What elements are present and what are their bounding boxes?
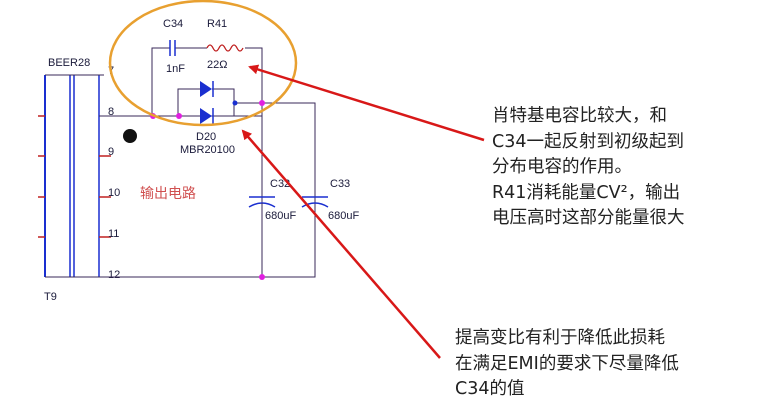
junction-dot <box>232 100 238 106</box>
highlight-ellipse <box>108 0 298 127</box>
capacitor-c33 <box>301 196 329 208</box>
r41-value: 22Ω <box>207 59 227 71</box>
pin-label: 11 <box>108 228 119 240</box>
section-label: 输出电路 <box>140 186 196 202</box>
c34-value: 1nF <box>166 63 185 75</box>
diode-d20 <box>200 81 214 124</box>
note-line: 分布电容的作用。 <box>492 157 632 177</box>
note-line: C34的值 <box>455 379 525 399</box>
note-line: 电压高时这部分能量很大 <box>492 208 685 228</box>
transformer-name: BEER28 <box>48 57 90 69</box>
note-line: C34一起反射到初级起到 <box>492 131 684 152</box>
c33-value: 680uF <box>328 210 359 222</box>
resistor-r41 <box>206 44 244 52</box>
diode-ref: D20 <box>196 131 216 143</box>
pin-label: 12 <box>108 269 120 281</box>
c34-ref: C34 <box>163 18 183 30</box>
snubber-annotation: 肖特基电容比较大，和 C34一起反射到初级起到 分布电容的作用。 R41消耗能量… <box>492 104 685 232</box>
diode-part: MBR20100 <box>180 144 235 156</box>
wires <box>99 47 316 278</box>
transformer-t9 <box>38 74 111 278</box>
mounting-hole-icon <box>123 129 137 143</box>
c32-ref: C32 <box>270 178 290 190</box>
transformer-ref: T9 <box>44 291 57 303</box>
pin-label: 8 <box>108 106 114 118</box>
note-line: 肖特基电容比较大，和 <box>492 106 667 126</box>
note-line: 提高变比有利于降低此损耗 <box>455 328 665 348</box>
note-line: 在满足EMI的要求下尽量降低 <box>455 353 679 374</box>
note-line: R41消耗能量CV²，输出 <box>492 182 681 203</box>
pin-label: 9 <box>108 146 114 158</box>
r41-ref: R41 <box>207 18 227 30</box>
diode-annotation: 提高变比有利于降低此损耗 在满足EMI的要求下尽量降低 C34的值 <box>455 325 679 402</box>
arrow-to-snubber <box>248 64 485 142</box>
c33-ref: C33 <box>330 178 350 190</box>
c32-value: 680uF <box>265 210 296 222</box>
arrow-to-diode <box>241 129 441 359</box>
pin-label: 10 <box>108 187 120 199</box>
capacitor-c34 <box>169 40 176 56</box>
